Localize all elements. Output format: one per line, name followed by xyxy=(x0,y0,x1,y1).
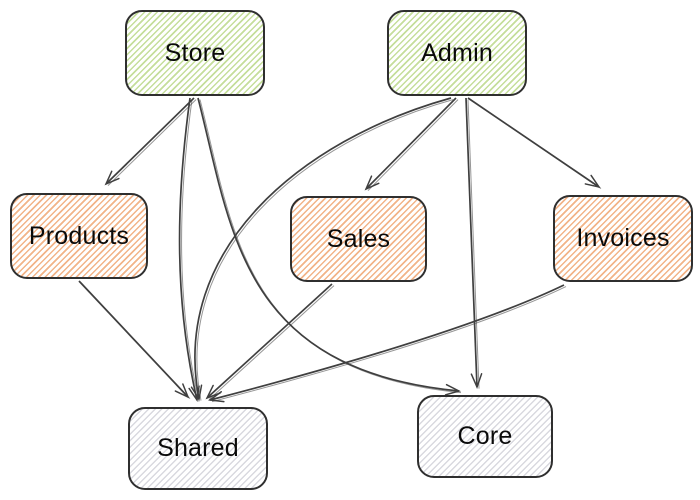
edge-echo-store-shared xyxy=(181,99,200,402)
node-shared-label: Shared xyxy=(157,434,239,462)
edges xyxy=(78,97,602,403)
node-core[interactable]: Core xyxy=(417,395,553,478)
node-products[interactable]: Products xyxy=(10,193,148,279)
edge-invoices-shared xyxy=(210,284,565,400)
node-admin-label: Admin xyxy=(421,38,493,67)
edge-echo-admin-sales xyxy=(367,99,459,191)
edge-store-core xyxy=(197,97,459,391)
node-products-label: Products xyxy=(28,221,130,250)
node-sales[interactable]: Sales xyxy=(290,196,427,282)
node-admin[interactable]: Admin xyxy=(387,10,527,96)
node-invoices-label: Invoices xyxy=(576,224,670,252)
edge-store-products xyxy=(106,97,195,184)
edge-store-shared xyxy=(178,97,197,400)
edge-admin-invoices xyxy=(467,97,599,187)
node-shared[interactable]: Shared xyxy=(128,407,268,490)
edge-admin-core xyxy=(465,97,477,387)
node-core-label: Core xyxy=(457,422,513,450)
edge-admin-shared xyxy=(195,97,452,399)
edge-admin-sales xyxy=(366,97,457,189)
edge-echo-sales-shared xyxy=(208,285,335,400)
edge-echo-admin-shared xyxy=(196,99,454,401)
edge-echo-store-products xyxy=(107,99,197,186)
edge-products-shared xyxy=(78,280,188,397)
node-invoices[interactable]: Invoices xyxy=(553,195,693,282)
edge-echo-admin-core xyxy=(467,99,480,389)
edge-echo-invoices-shared xyxy=(211,286,567,403)
node-store[interactable]: Store xyxy=(125,10,265,96)
edge-sales-shared xyxy=(207,283,333,398)
node-store-label: Store xyxy=(164,38,226,67)
node-sales-label: Sales xyxy=(326,224,391,253)
